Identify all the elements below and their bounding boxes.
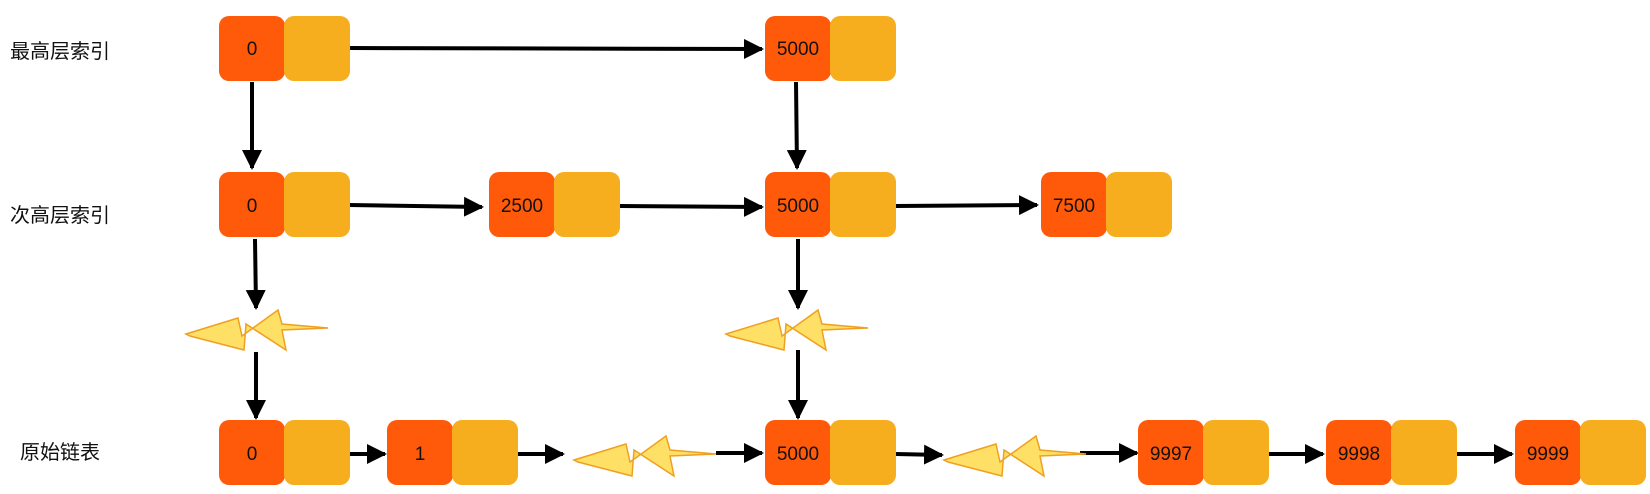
node-key-box xyxy=(219,172,285,237)
node-key-box xyxy=(219,420,285,485)
node: 7500 xyxy=(1041,172,1172,237)
node-key-box xyxy=(219,16,285,81)
node-key-box xyxy=(765,172,831,237)
node-pointer-box xyxy=(830,420,896,485)
node: 0 xyxy=(219,420,350,485)
arrow xyxy=(786,81,807,170)
node-key: 9999 xyxy=(1527,444,1569,465)
arrows xyxy=(242,38,1514,465)
arrow xyxy=(895,195,1039,216)
label-original-list: 原始链表 xyxy=(20,440,100,464)
node-key: 0 xyxy=(247,196,258,217)
node-pointer-box xyxy=(830,172,896,237)
node: 9999 xyxy=(1515,420,1646,485)
node-key: 5000 xyxy=(777,196,819,217)
node-pointer-box xyxy=(1391,420,1457,485)
node-key: 5000 xyxy=(777,444,819,465)
arrow xyxy=(245,238,266,310)
node-key-box xyxy=(1326,420,1392,485)
node-key: 0 xyxy=(247,444,258,465)
node-pointer-box xyxy=(830,16,896,81)
label-top-index: 最高层索引 xyxy=(10,39,110,63)
arrow xyxy=(619,196,764,217)
arrow xyxy=(348,38,764,59)
lightning-icons xyxy=(183,308,1087,478)
node-pointer-box xyxy=(1580,420,1646,485)
node: 2500 xyxy=(489,172,620,237)
node-key: 7500 xyxy=(1053,196,1095,217)
node-pointer-box xyxy=(284,16,350,81)
node-key: 9998 xyxy=(1338,444,1380,465)
node-pointer-box xyxy=(452,420,518,485)
node-key-box xyxy=(1515,420,1581,485)
node: 0 xyxy=(219,16,350,81)
node-key: 9997 xyxy=(1150,444,1192,465)
node-key: 1 xyxy=(415,444,426,465)
node: 5000 xyxy=(765,172,896,237)
node-key: 2500 xyxy=(501,196,543,217)
node-pointer-box xyxy=(284,420,350,485)
node-pointer-box xyxy=(1203,420,1269,485)
node: 5000 xyxy=(765,420,896,485)
node-pointer-box xyxy=(554,172,620,237)
node-key-box xyxy=(1138,420,1204,485)
lightning-icon xyxy=(571,434,717,478)
lightning-icon xyxy=(941,434,1087,478)
node-key: 0 xyxy=(247,39,258,60)
arrow xyxy=(348,196,484,217)
node-key: 5000 xyxy=(777,39,819,60)
arrow xyxy=(895,444,944,465)
node-key-box xyxy=(765,16,831,81)
node-key-box xyxy=(1041,172,1107,237)
node-key-box xyxy=(489,172,555,237)
node: 0 xyxy=(219,172,350,237)
node-pointer-box xyxy=(1106,172,1172,237)
node-key-box xyxy=(387,420,453,485)
node-pointer-box xyxy=(284,172,350,237)
label-second-index: 次高层索引 xyxy=(10,203,110,227)
node: 9998 xyxy=(1326,420,1457,485)
node: 9997 xyxy=(1138,420,1269,485)
lightning-icon xyxy=(723,308,869,352)
lightning-icon xyxy=(183,308,329,352)
node: 5000 xyxy=(765,16,896,81)
node: 1 xyxy=(387,420,518,485)
node-key-box xyxy=(765,420,831,485)
